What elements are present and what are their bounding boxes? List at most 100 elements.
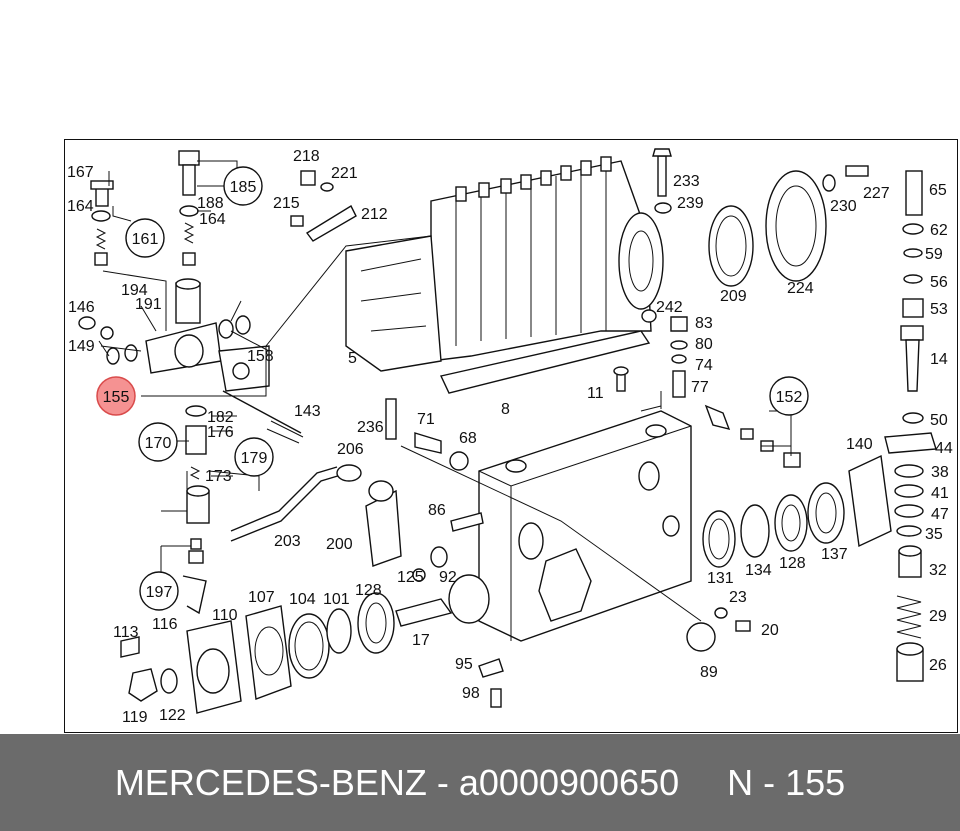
part-label: 80 <box>695 336 713 353</box>
part-label: 74 <box>695 357 713 374</box>
footer-brand-line: MERCEDES-BENZ - a0000900650 <box>115 762 679 804</box>
part-label: 113 <box>113 624 139 641</box>
part-label: 32 <box>929 562 947 579</box>
part-label: 41 <box>931 485 949 502</box>
part-label: 134 <box>745 562 772 579</box>
part-label: 182 <box>207 409 234 426</box>
callout-155-highlight[interactable] <box>96 376 136 416</box>
part-label: 5 <box>348 350 357 367</box>
callout-label: 179 <box>241 450 268 467</box>
part-label: 164 <box>67 198 94 215</box>
part-label: 149 <box>68 338 95 355</box>
callout-161[interactable] <box>125 218 165 258</box>
part-label: 128 <box>779 555 806 572</box>
part-label: 92 <box>439 569 457 586</box>
part-label: 65 <box>929 182 947 199</box>
part-label: 119 <box>122 709 148 726</box>
part-label: 209 <box>720 288 747 305</box>
part-label: 29 <box>929 608 947 625</box>
callout-label: 155 <box>103 389 130 406</box>
part-label: 242 <box>656 299 683 316</box>
part-label: 107 <box>248 589 275 606</box>
part-label: 203 <box>274 533 301 550</box>
part-label: 218 <box>293 148 320 165</box>
top-center-parts <box>290 170 469 471</box>
part-label: 224 <box>787 280 814 297</box>
part-label: 164 <box>199 211 226 228</box>
part-label: 116 <box>152 616 178 633</box>
part-label: 50 <box>930 412 948 429</box>
part-label: 44 <box>935 440 953 457</box>
footer-part-number: a0000900650 <box>458 761 680 803</box>
footer-brand: MERCEDES-BENZ <box>114 761 427 803</box>
part-label: 146 <box>68 299 95 316</box>
part-label: 158 <box>247 348 274 365</box>
part-label: 86 <box>428 502 446 519</box>
gasket-8 <box>439 330 651 394</box>
part-label: 104 <box>289 591 316 608</box>
part-label: 221 <box>331 165 358 182</box>
bottom-left-parts <box>120 480 751 714</box>
part-label: 62 <box>930 222 948 239</box>
part-label: 188 <box>197 195 224 212</box>
left-parts <box>78 150 362 615</box>
part-label: 17 <box>412 632 430 649</box>
part-label: 140 <box>846 436 873 453</box>
part-label: 191 <box>135 296 162 313</box>
callout-label: 152 <box>776 389 803 406</box>
part-label: 173 <box>205 468 232 485</box>
part-label: 11 <box>587 385 604 402</box>
callout-label: 161 <box>132 231 159 248</box>
part-label: 230 <box>830 198 857 215</box>
part-label: 56 <box>930 274 948 291</box>
right-parts <box>613 148 937 682</box>
callout-179[interactable] <box>234 437 274 477</box>
callout-label: 185 <box>230 179 257 196</box>
exploded-parts-diagram: 155 161 170 179 185 197 152 167 164 188 … <box>67 148 953 726</box>
part-label: 23 <box>729 589 747 606</box>
callout-185[interactable] <box>223 166 263 206</box>
part-label: 14 <box>930 351 948 368</box>
part-label: 131 <box>707 570 734 587</box>
callout-label: 197 <box>146 584 173 601</box>
part-label: 137 <box>821 546 848 563</box>
part-label: 233 <box>673 173 700 190</box>
part-label: 167 <box>67 164 94 181</box>
injection-pump-body <box>345 156 664 394</box>
part-label: 89 <box>700 664 718 681</box>
part-label: 95 <box>455 656 473 673</box>
footer-position: N - 155 <box>727 761 846 803</box>
part-label: 200 <box>326 536 353 553</box>
part-label: 47 <box>931 506 949 523</box>
callout-label: 170 <box>145 435 172 452</box>
part-label: 194 <box>121 282 148 299</box>
callout-152[interactable] <box>769 376 809 416</box>
part-label: 239 <box>677 195 704 212</box>
part-label: 53 <box>930 301 948 318</box>
part-label: 143 <box>294 403 321 420</box>
leader-lines <box>98 160 792 622</box>
part-label: 227 <box>863 185 890 202</box>
part-label: 125 <box>397 569 424 586</box>
part-label: 176 <box>207 424 234 441</box>
part-label: 212 <box>361 206 388 223</box>
part-label: 215 <box>273 195 300 212</box>
part-label: 206 <box>337 441 364 458</box>
part-label: 8 <box>501 401 510 418</box>
delivery-valve-holders <box>455 156 612 202</box>
part-label: 71 <box>417 411 435 428</box>
part-label: 122 <box>159 707 186 724</box>
part-number-labels: 155 161 170 179 185 197 152 167 164 188 … <box>67 148 953 726</box>
diagram-frame: 155 161 170 179 185 197 152 167 164 188 … <box>64 139 958 733</box>
part-label: 236 <box>357 419 384 436</box>
part-label: 128 <box>355 582 382 599</box>
part-label: 38 <box>931 464 949 481</box>
part-label: 83 <box>695 315 713 332</box>
footer-separator: - <box>436 761 449 803</box>
part-label: 35 <box>925 526 943 543</box>
part-label: 20 <box>761 622 779 639</box>
callout-170[interactable] <box>138 422 178 462</box>
part-label: 59 <box>925 246 943 263</box>
pump-housing-lower <box>478 410 692 642</box>
callout-197[interactable] <box>139 571 179 611</box>
